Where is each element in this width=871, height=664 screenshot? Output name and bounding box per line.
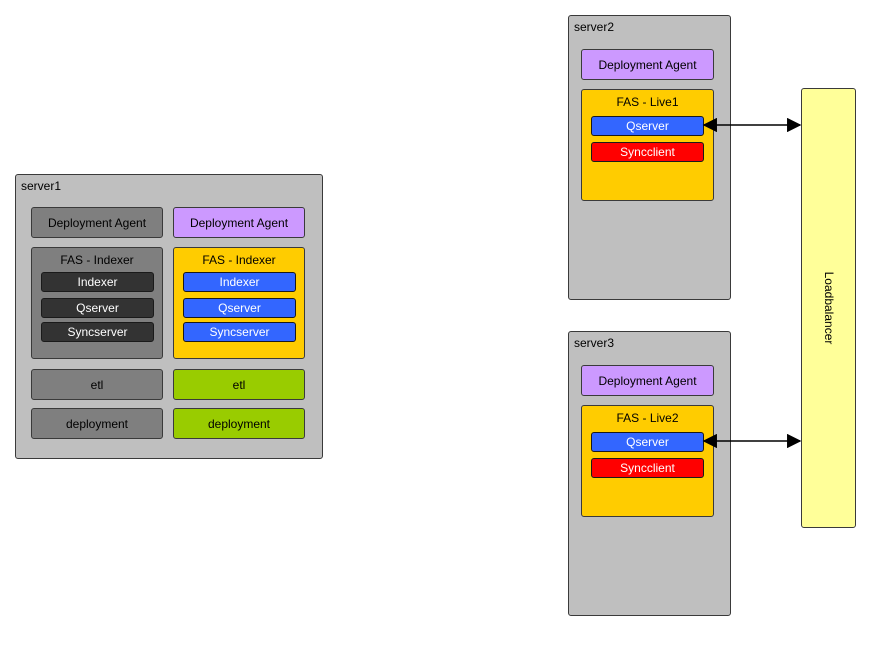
server3-fas-title: FAS - Live2 bbox=[616, 411, 679, 425]
server2-deployment-agent: Deployment Agent bbox=[581, 49, 714, 80]
server1-left-indexer: Indexer bbox=[41, 272, 154, 292]
server3-label: server3 bbox=[574, 336, 615, 350]
server2-fas-title: FAS - Live1 bbox=[616, 95, 679, 109]
server1-right-deployment: deployment bbox=[173, 408, 305, 439]
server1-node: server1 Deployment Agent FAS - Indexer I… bbox=[15, 174, 323, 459]
server3-deployment-agent: Deployment Agent bbox=[581, 365, 714, 396]
loadbalancer-label: Loadbalancer bbox=[821, 271, 836, 345]
server1-right-deployment-agent: Deployment Agent bbox=[173, 207, 305, 238]
server3-node: server3 Deployment Agent FAS - Live2 Qse… bbox=[568, 331, 731, 616]
server1-right-fas-indexer: FAS - Indexer Indexer Qserver Syncserver bbox=[173, 247, 305, 359]
server3-qserver: Qserver bbox=[591, 432, 704, 452]
server1-right-syncserver: Syncserver bbox=[183, 322, 296, 342]
server1-right-qserver: Qserver bbox=[183, 298, 296, 318]
server1-left-fas-indexer: FAS - Indexer Indexer Qserver Syncserver bbox=[31, 247, 163, 359]
server2-node: server2 Deployment Agent FAS - Live1 Qse… bbox=[568, 15, 731, 300]
server2-qserver: Qserver bbox=[591, 116, 704, 136]
server1-left-qserver: Qserver bbox=[41, 298, 154, 318]
server3-fas-live2: FAS - Live2 Qserver Syncclient bbox=[581, 405, 714, 517]
server1-left-syncserver: Syncserver bbox=[41, 322, 154, 342]
server2-syncclient: Syncclient bbox=[591, 142, 704, 162]
server1-label: server1 bbox=[21, 179, 62, 193]
server1-left-deployment: deployment bbox=[31, 408, 163, 439]
server1-right-etl: etl bbox=[173, 369, 305, 400]
server1-right-fas-title: FAS - Indexer bbox=[202, 253, 276, 267]
server2-label: server2 bbox=[574, 20, 615, 34]
server1-left-fas-title: FAS - Indexer bbox=[60, 253, 134, 267]
server1-left-etl: etl bbox=[31, 369, 163, 400]
server1-right-indexer: Indexer bbox=[183, 272, 296, 292]
server2-fas-live1: FAS - Live1 Qserver Syncclient bbox=[581, 89, 714, 201]
server1-left-deployment-agent: Deployment Agent bbox=[31, 207, 163, 238]
loadbalancer: Loadbalancer bbox=[801, 88, 856, 528]
server3-syncclient: Syncclient bbox=[591, 458, 704, 478]
